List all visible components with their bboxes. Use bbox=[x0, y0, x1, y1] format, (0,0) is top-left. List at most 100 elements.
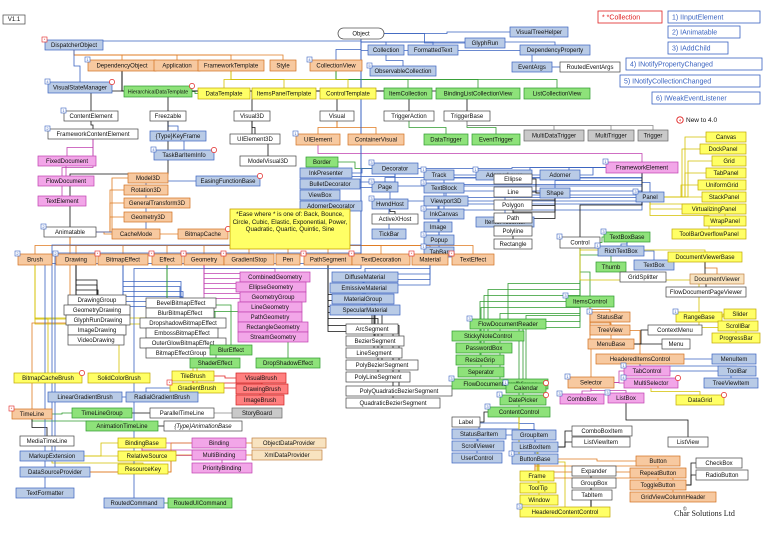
node-box bbox=[369, 65, 437, 77]
node-box bbox=[149, 130, 207, 142]
node-label: ToolTip bbox=[528, 486, 548, 492]
node-contextmenu: ContextMenu bbox=[647, 324, 703, 336]
node-label: Image bbox=[430, 225, 447, 231]
node-box bbox=[171, 370, 215, 382]
node-textelement: TextElement bbox=[37, 195, 87, 207]
node-box bbox=[423, 221, 453, 233]
interface-marker-icon bbox=[448, 250, 455, 257]
node-radiobutton: RadioButton bbox=[695, 469, 749, 481]
node-label: UserControl bbox=[461, 456, 493, 462]
node-freezable: Freezable bbox=[149, 110, 187, 122]
node-label: MenuItem bbox=[721, 357, 748, 363]
node-tickbar: TickBar bbox=[371, 228, 407, 240]
interface-marker-icon-glyph: 3 bbox=[634, 189, 637, 194]
node-box bbox=[55, 253, 97, 266]
node-timelinegroup: TimeLineGroup bbox=[71, 407, 133, 419]
node-repeatbutton: RepeatButton bbox=[629, 467, 687, 479]
node-ellipsegeometry: EllipseGeometry bbox=[235, 281, 307, 293]
node-label: FrameworkContentElement bbox=[56, 132, 129, 138]
node-label: MarkupExtension bbox=[29, 454, 75, 460]
node-box bbox=[705, 167, 747, 179]
node-itemspaneltemplate: ItemsPanelTemplate bbox=[251, 87, 317, 100]
edge-multiselector-datagrid bbox=[650, 388, 701, 395]
node-textformatter: TextFormatter bbox=[15, 487, 75, 499]
node-box bbox=[423, 182, 465, 194]
node-treeviewitem: TreeViewItem bbox=[703, 377, 759, 389]
node-box bbox=[511, 453, 559, 465]
node-label: BitmapEffect bbox=[106, 257, 140, 263]
edge-shape-line bbox=[532, 191, 540, 194]
node-modelvisual3d: ModelVisual3D bbox=[239, 155, 297, 167]
node-box bbox=[493, 173, 533, 185]
node-box bbox=[589, 311, 631, 323]
node-label: StreamGeometry bbox=[250, 335, 296, 341]
credit-mark: © bbox=[683, 505, 687, 512]
node-label: DocumentViewerBase bbox=[675, 255, 735, 261]
node-trigger: Trigger bbox=[637, 129, 669, 142]
new-badge-icon-digit: 4 bbox=[679, 117, 682, 122]
interface-marker-icon bbox=[220, 250, 227, 257]
node-label: TimeLine bbox=[20, 412, 45, 418]
node-drawinggroup: DrawingGroup bbox=[67, 294, 127, 306]
legend-box bbox=[597, 10, 663, 24]
interface-marker-icon-glyph: 1 bbox=[566, 374, 569, 379]
node-label: RichTextBox bbox=[604, 249, 637, 255]
node-box bbox=[661, 338, 691, 350]
node-box bbox=[371, 162, 419, 175]
node-box bbox=[633, 259, 675, 271]
node-bevelbitmapeffect: BevelBitmapEffect bbox=[145, 297, 217, 309]
node-label: TextEffect bbox=[460, 257, 487, 263]
node-label: DocumentViewer bbox=[694, 277, 740, 283]
node-label: ControlTemplate bbox=[326, 91, 370, 97]
node-generaltransform3d: GeneralTransform3D bbox=[123, 197, 191, 209]
node-documentviewer: DocumentViewer bbox=[689, 273, 745, 285]
node-label: ItemCollection bbox=[389, 91, 427, 97]
node-box bbox=[275, 253, 301, 266]
edge-visual-containervisual bbox=[336, 121, 377, 134]
node-paralleltimeline: ParallelTimeLine bbox=[149, 407, 215, 419]
node-tooltip: ToolTip bbox=[519, 482, 557, 494]
node-label: BlurEffect bbox=[218, 348, 244, 354]
node-label: ParallelTimeLine bbox=[160, 411, 205, 417]
interface-marker-icon-glyph: 3 bbox=[422, 206, 425, 211]
node-triggerbase: TriggerBase bbox=[443, 110, 491, 122]
node-label: Grid bbox=[723, 159, 734, 165]
node-box bbox=[117, 450, 177, 462]
node-uniformgrid: UniformGrid bbox=[697, 179, 747, 191]
node-box bbox=[487, 406, 551, 418]
interface-marker-icon bbox=[348, 250, 355, 257]
interface-marker-icon-glyph: 3 bbox=[564, 293, 567, 298]
node-label: Window bbox=[528, 498, 550, 504]
node-box bbox=[509, 26, 569, 38]
node-grid: Grid bbox=[711, 155, 747, 167]
node-label: TextBoxBase bbox=[609, 235, 645, 241]
node-box bbox=[189, 357, 241, 369]
node-label: ContentControl bbox=[499, 410, 539, 416]
node-label: Rectangle bbox=[499, 242, 527, 248]
node-imagebrush: ImageBrush bbox=[235, 394, 285, 406]
node-box bbox=[195, 175, 261, 187]
interface-marker-icon bbox=[600, 228, 607, 235]
interface-marker-icon bbox=[420, 179, 427, 186]
interface-marker-icon-glyph: * bbox=[223, 251, 225, 256]
node-label: PriorityBinding bbox=[203, 466, 242, 472]
node-bitmapeffectgroup: BitmapEffectGroup bbox=[145, 347, 217, 359]
node-specularmaterial: SpecularMaterial bbox=[329, 304, 401, 316]
interface-marker-icon-glyph: 1 bbox=[422, 244, 425, 249]
node-box bbox=[457, 366, 505, 378]
node-label: GeneralTransform3D bbox=[129, 201, 186, 207]
node-box bbox=[167, 497, 233, 509]
node-adorner: Adorner bbox=[539, 169, 581, 181]
node-formattedtext: FormattedText bbox=[407, 44, 459, 56]
node-box bbox=[629, 479, 687, 491]
node-markupextension: MarkupExtension bbox=[19, 450, 85, 462]
interface-marker-icon-glyph: 1 bbox=[622, 363, 625, 368]
